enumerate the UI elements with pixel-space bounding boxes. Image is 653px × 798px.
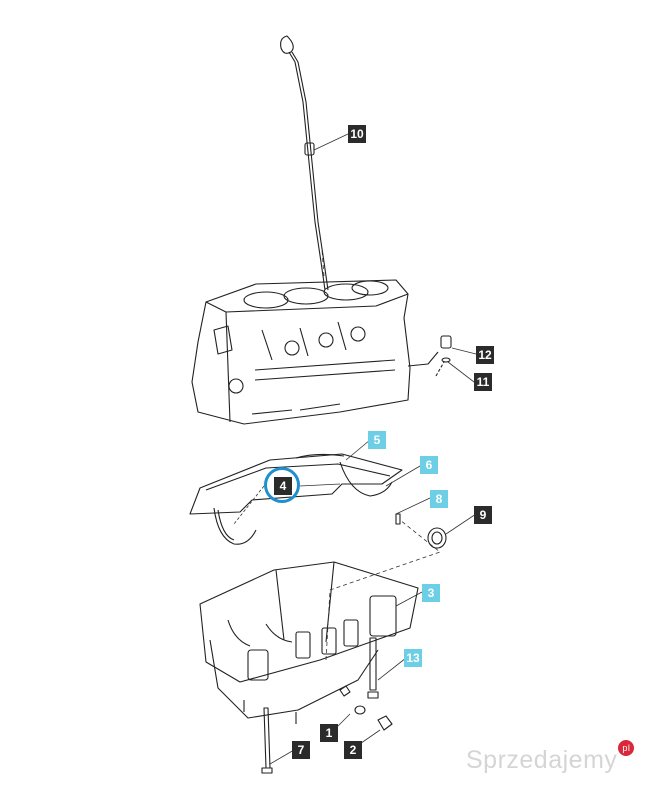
short-bolt-drawing bbox=[261, 707, 273, 774]
dipstick-drawing bbox=[280, 35, 329, 291]
callout-3: 3 bbox=[422, 584, 440, 602]
oil-pan-drawing bbox=[199, 561, 419, 724]
callout-12: 12 bbox=[476, 346, 494, 364]
callout-9: 9 bbox=[474, 506, 492, 524]
engine-block-drawing bbox=[191, 279, 439, 425]
callout-1: 1 bbox=[320, 724, 338, 742]
drain-plug-drawing bbox=[435, 335, 452, 377]
watermark-badge: pl bbox=[618, 740, 635, 756]
dowel-pin-drawing bbox=[395, 513, 401, 525]
callout-7: 7 bbox=[292, 741, 310, 759]
callout-4: 4 bbox=[274, 477, 292, 495]
callout-8: 8 bbox=[430, 490, 448, 508]
callout-11: 11 bbox=[474, 373, 492, 391]
gasket-drawing bbox=[189, 453, 403, 545]
callout-6: 6 bbox=[420, 456, 438, 474]
callout-5: 5 bbox=[368, 431, 386, 449]
drain-fitting-drawing bbox=[339, 685, 393, 731]
callout-10: 10 bbox=[348, 125, 366, 143]
highlight-ring bbox=[264, 467, 300, 503]
seal-ring-drawing bbox=[427, 527, 447, 549]
long-bolt-drawing bbox=[367, 637, 379, 699]
callout-13: 13 bbox=[404, 649, 422, 667]
callout-2: 2 bbox=[344, 741, 362, 759]
leader-lines bbox=[233, 133, 477, 765]
watermark-text: Sprzedajemy bbox=[466, 746, 618, 774]
